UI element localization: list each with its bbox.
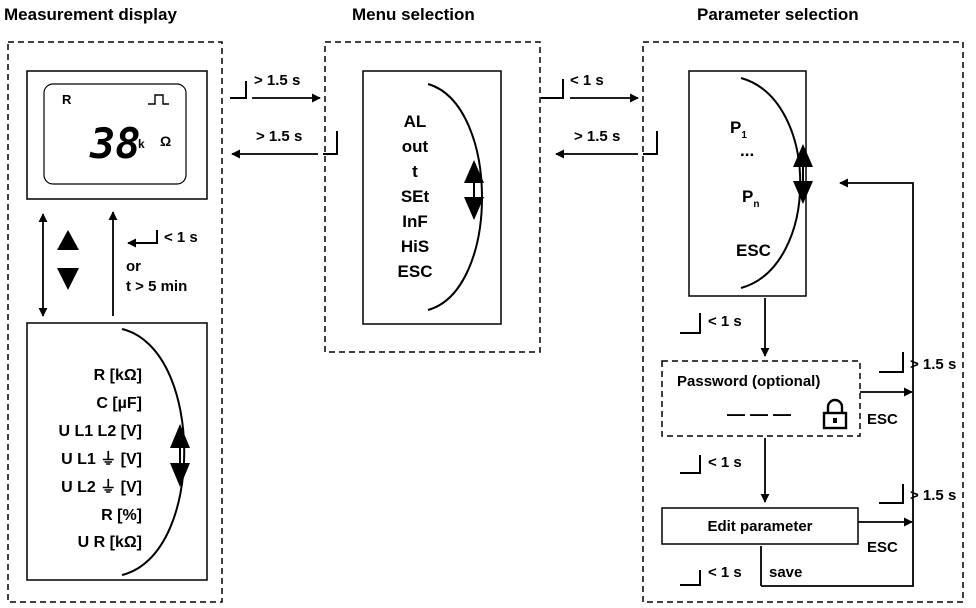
label-gt-1-5s-to-display: > 1.5 s — [256, 128, 302, 145]
parameter-selection-frame — [642, 41, 964, 603]
down-triangle-icon — [793, 181, 813, 204]
parameter-last: Pn — [742, 187, 759, 210]
label-lt-1s-to-password: < 1 s — [708, 313, 742, 330]
measurement-item: U L2 ⏚ [V] — [61, 478, 142, 496]
label-lt-1s-to-edit: < 1 s — [708, 454, 742, 471]
label-gt-1-5s-password: > 1.5 s — [910, 356, 956, 373]
lcd-value: 38 — [89, 119, 141, 168]
enter-key-icon — [680, 455, 701, 474]
measurement-item: U L1 L2 [V] — [58, 423, 142, 440]
lcd-screen — [43, 83, 187, 185]
enter-key-icon — [879, 352, 904, 373]
menu-item-esc: ESC — [398, 262, 433, 281]
enter-key-icon — [541, 79, 564, 99]
label-lt-1s-return: < 1 s — [164, 229, 198, 246]
down-triangle-icon — [57, 268, 79, 290]
lcd-unit-prefix: k — [138, 137, 145, 151]
parameter-ellipsis: ... — [740, 141, 754, 160]
measurement-item: R [kΩ] — [94, 367, 142, 384]
return-to-parameters-loop — [761, 178, 914, 587]
enter-key-icon — [879, 484, 904, 504]
parameter-first: P1 — [730, 118, 747, 141]
up-triangle-icon — [793, 144, 813, 167]
enter-key-icon — [323, 131, 338, 155]
label-lt-1s-save: < 1 s — [708, 564, 742, 581]
measurement-list-box — [26, 322, 208, 581]
title-measurement-display: Measurement display — [4, 5, 177, 24]
down-triangle-icon — [464, 197, 484, 220]
title-parameter-selection: Parameter selection — [697, 5, 859, 24]
measurement-item: R [%] — [101, 507, 142, 524]
menu-item-set: SEt — [401, 187, 430, 206]
enter-key-icon — [680, 570, 701, 586]
lock-icon — [822, 398, 848, 430]
label-timeout: t > 5 min — [126, 278, 187, 295]
menu-item-out: out — [402, 137, 429, 156]
password-box — [661, 360, 861, 437]
label-gt-1-5s-back-to-menu: > 1.5 s — [574, 128, 620, 145]
label-gt-1-5s-to-menu: > 1.5 s — [254, 72, 300, 89]
enter-key-icon — [680, 313, 701, 334]
title-menu-selection: Menu selection — [352, 5, 475, 24]
cycle-curve — [121, 328, 186, 576]
display-box — [26, 70, 208, 200]
enter-key-icon — [643, 131, 658, 155]
lcd-unit: Ω — [160, 133, 171, 149]
measurement-item: C [µF] — [96, 395, 142, 412]
label-gt-1-5s-edit: > 1.5 s — [910, 487, 956, 504]
label-esc-password: ESC — [867, 411, 898, 428]
measurement-display-frame — [7, 41, 223, 603]
edit-parameter-box — [661, 507, 859, 545]
measurement-item: U L1 ⏚ [V] — [61, 450, 142, 468]
menu-item-t: t — [412, 162, 418, 181]
enter-key-icon — [230, 81, 247, 99]
label-lt-1s-to-parameters: < 1 s — [570, 72, 604, 89]
menu-item-al: AL — [404, 112, 427, 131]
menu-item-his: HiS — [401, 237, 429, 256]
password-title: Password (optional) — [677, 373, 820, 390]
up-triangle-icon — [57, 230, 79, 250]
return-key-icon — [127, 230, 158, 248]
menu-selection-frame — [324, 41, 541, 353]
down-triangle-icon — [170, 463, 190, 487]
password-placeholder: — — — — [727, 404, 791, 424]
edit-parameter-label: Edit parameter — [707, 518, 812, 535]
label-save: save — [769, 564, 802, 581]
pulse-icon — [148, 94, 169, 105]
parameter-list-box — [688, 70, 807, 297]
up-triangle-icon — [464, 160, 484, 183]
lcd-mode-indicator: R — [62, 92, 72, 107]
up-triangle-icon — [170, 424, 190, 448]
menu-item-inf: InF — [402, 212, 428, 231]
menu-list-box — [362, 70, 502, 325]
parameter-esc: ESC — [736, 241, 771, 260]
label-esc-edit: ESC — [867, 539, 898, 556]
measurement-item: U R [kΩ] — [78, 534, 142, 551]
label-or: or — [126, 258, 141, 275]
